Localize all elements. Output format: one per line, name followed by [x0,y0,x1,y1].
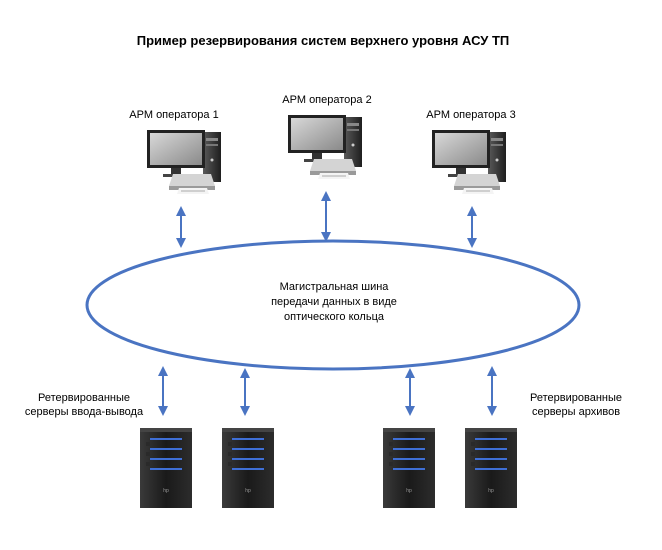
bus-label-line-2: передачи данных в виде [271,296,397,308]
archive-servers-label-line-1: Ретервированные [530,392,622,404]
workstation-2-label: АРМ оператора 2 [282,94,371,106]
workstation-3-label: АРМ оператора 3 [426,109,515,121]
archive-servers-label-line-2: серверы архивов [532,406,620,418]
io-server-1-icon [140,428,192,508]
io-servers-label-line-1: Ретервированные [38,392,130,404]
workstation-1-label: АРМ оператора 1 [129,109,218,121]
bus-label-line-1: Магистральная шина [280,281,390,293]
archive-server-1-icon [383,428,435,508]
diagram-title: Пример резервирования систем верхнего ур… [137,33,510,48]
io-servers-label-line-2: серверы ввода-вывода [25,406,144,418]
workstation-3-computer-icon [431,129,507,195]
workstation-1-computer-icon [146,129,222,195]
io-server-2-icon [222,428,274,508]
optical-ring-bus [85,239,581,371]
workstation-2-computer-icon [287,114,363,180]
bus-label-line-3: оптического кольца [284,311,385,323]
archive-server-2-icon [465,428,517,508]
